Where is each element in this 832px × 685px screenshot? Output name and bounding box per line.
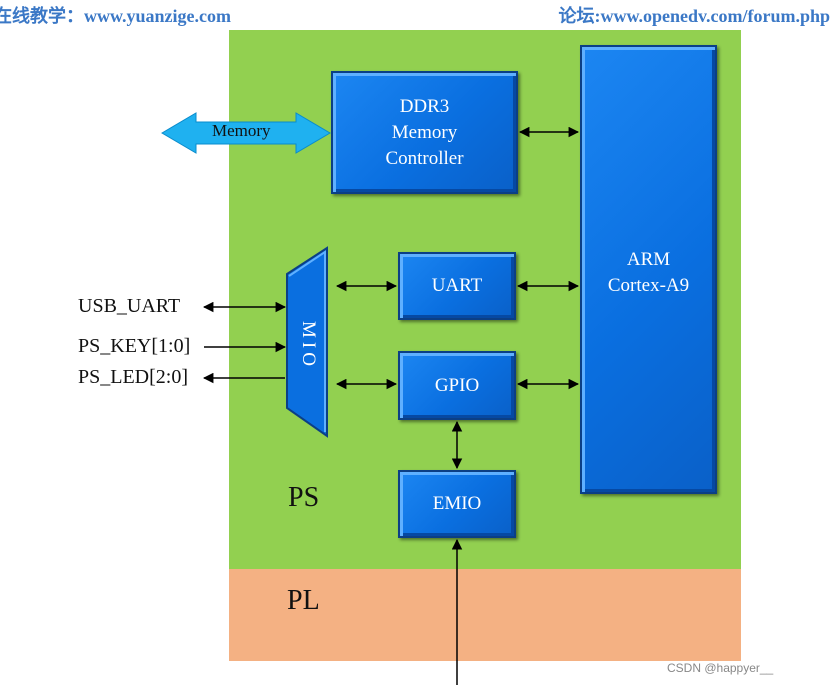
ddr3-line-1: DDR3 [399,95,450,117]
ps-key-label: PS_KEY[1:0] [78,335,191,357]
arm-line-2: Cortex-A9 [607,275,690,296]
header-left-link: 在线教学：www.yuanzige.com [0,6,231,26]
ps-led-label: PS_LED[2:0] [78,366,188,388]
ps-label: PS [288,482,320,513]
ddr3-line-2: Memory [391,121,458,143]
gpio-label: GPIO [434,374,480,396]
uart-label: UART [431,275,483,296]
pl-region [229,569,741,661]
memory-double-arrow [161,112,331,154]
arm-cortex-block: ARM Cortex-A9 [580,45,717,494]
usb-uart-label: USB_UART [78,295,181,317]
gpio-block: GPIO [398,351,516,420]
header-right-link: 论坛:www.openedv.com/forum.php [558,6,830,26]
uart-block: UART [398,252,516,320]
pl-label: PL [287,585,320,616]
arm-line-1: ARM [626,249,671,270]
watermark: CSDN @happyer__ [667,661,774,675]
mio-label: MIO [298,320,319,370]
mio-block-shape [286,246,328,438]
ddr3-controller-block: DDR3 Memory Controller [331,71,518,194]
emio-label: EMIO [432,493,482,514]
memory-label: Memory [212,121,271,140]
ddr3-line-3: Controller [385,147,464,169]
emio-block: EMIO [398,470,516,538]
